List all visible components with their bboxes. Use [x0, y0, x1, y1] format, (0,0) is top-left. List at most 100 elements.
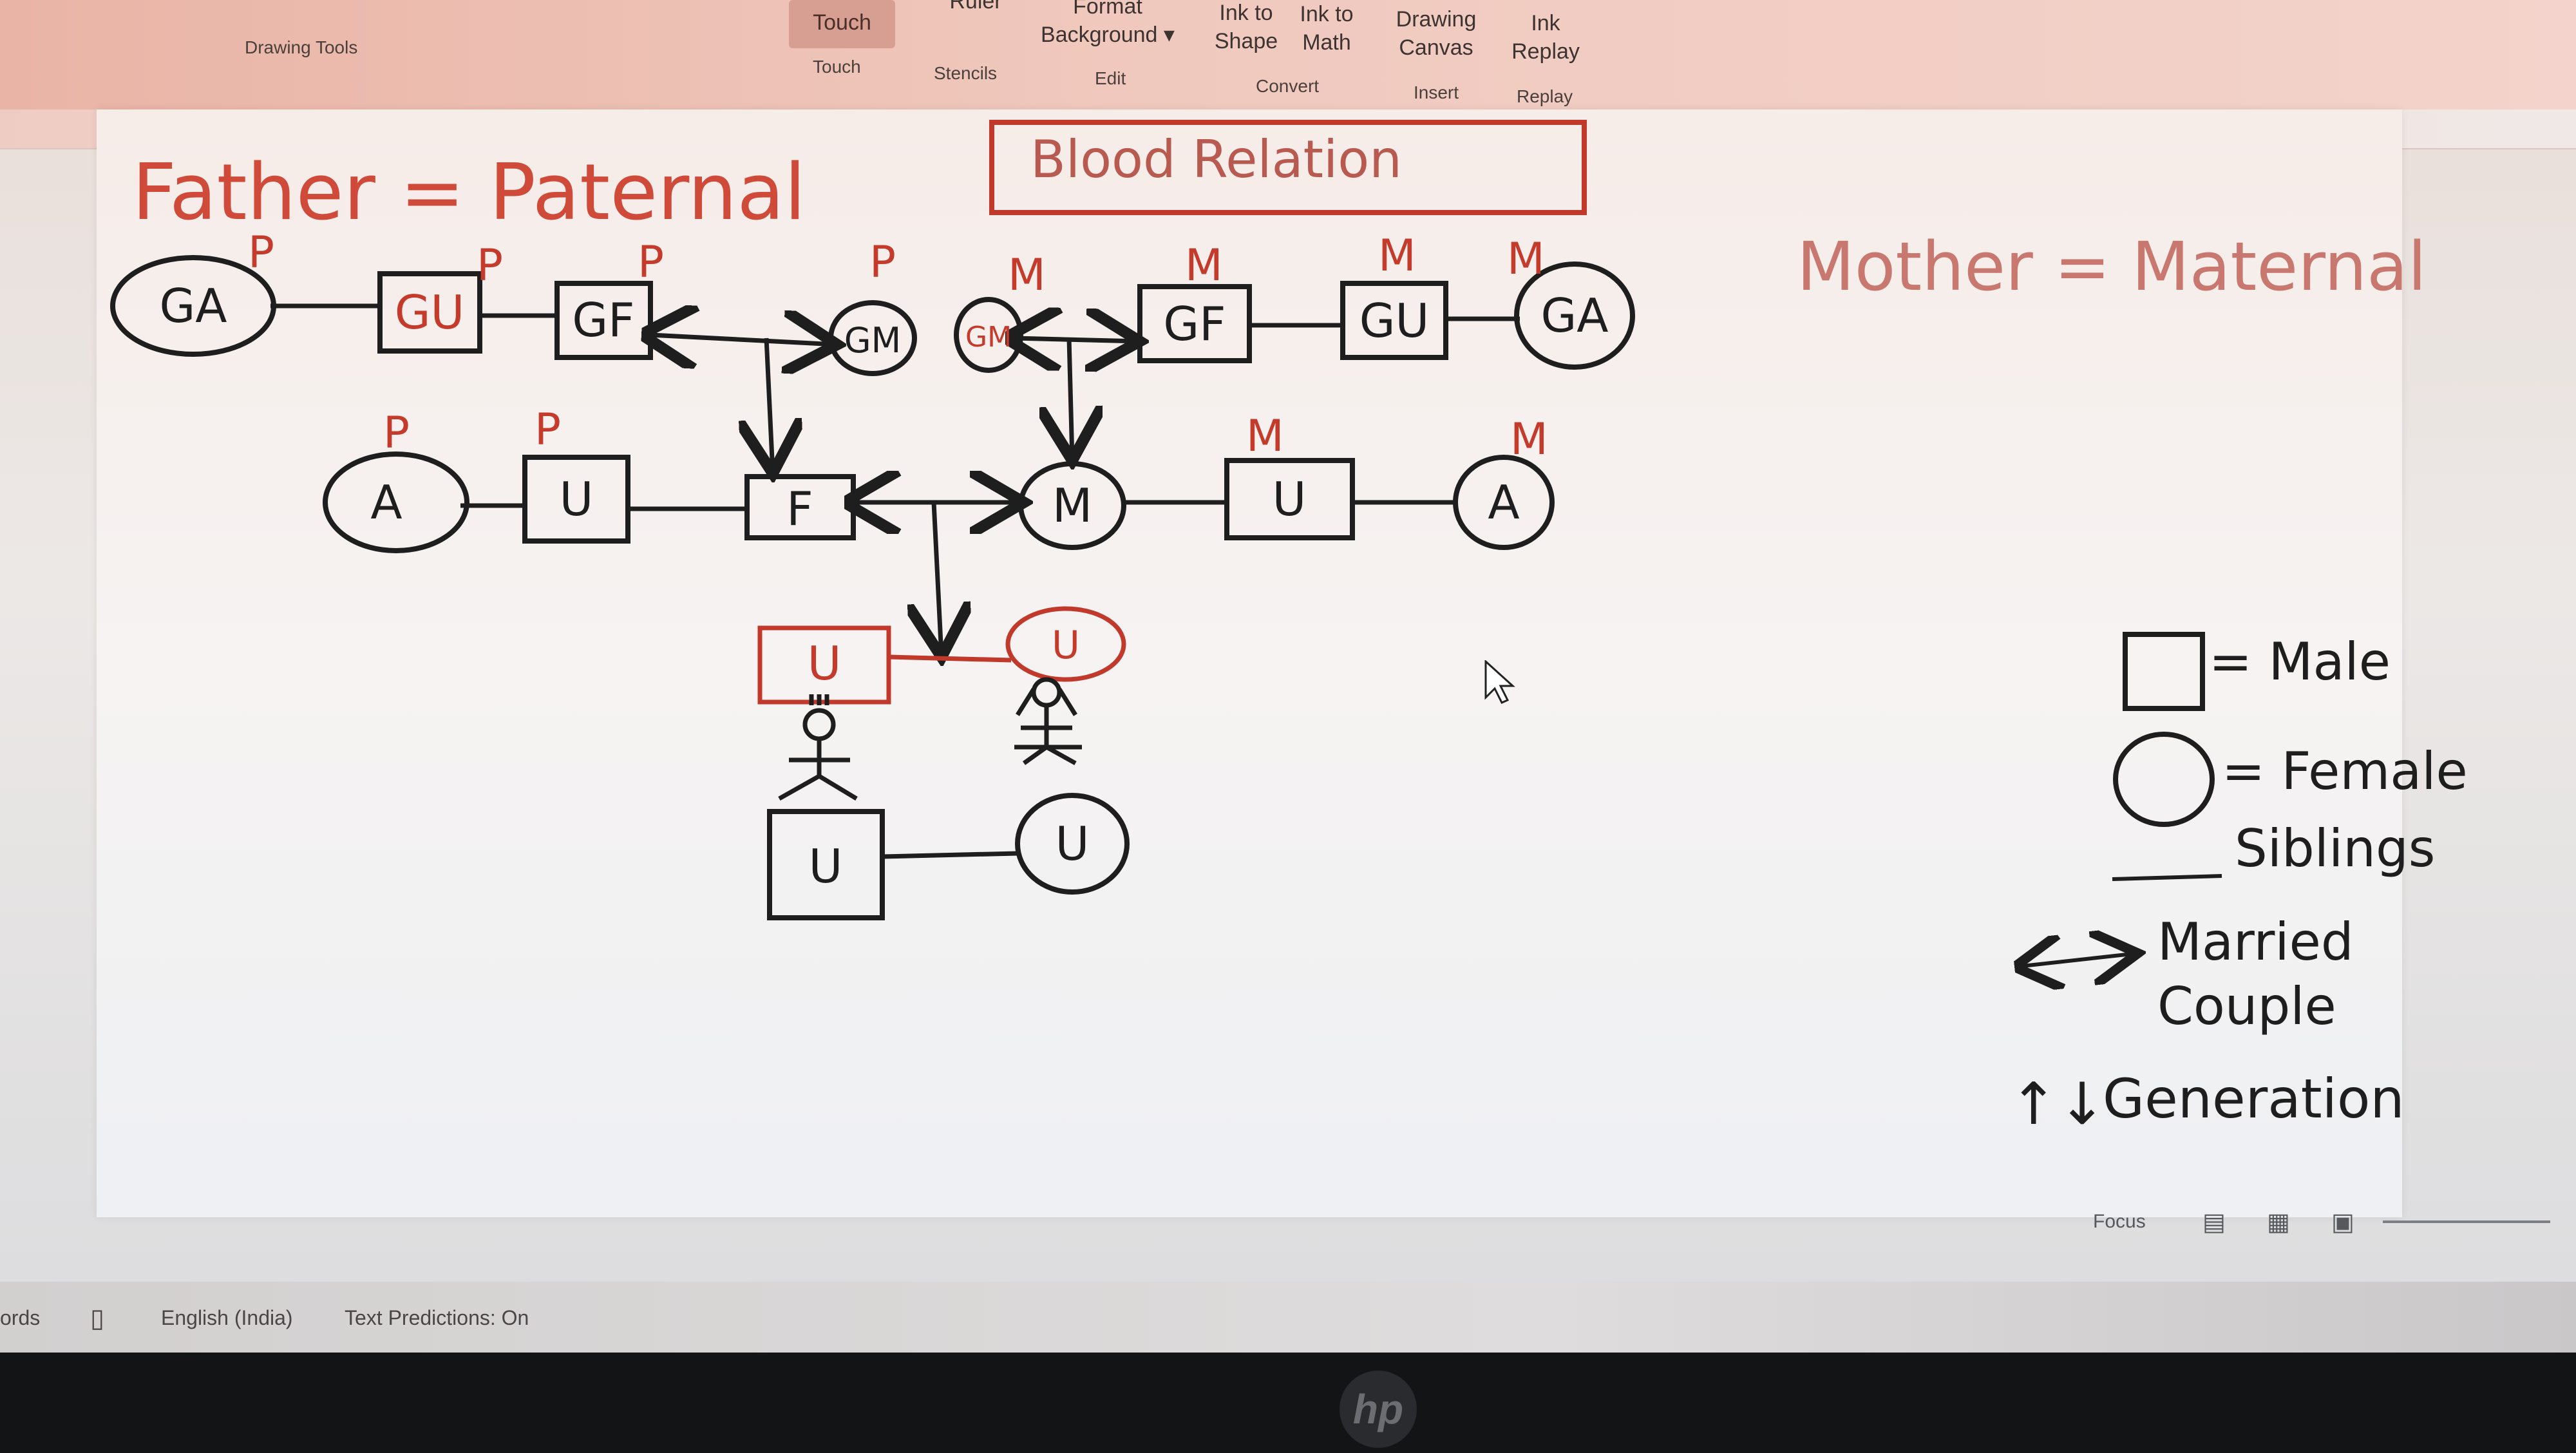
maternal-note: Mother = Maternal [1797, 227, 2427, 306]
tag-m: M [1185, 240, 1223, 291]
tag-p: P [477, 240, 503, 291]
tag-p: P [638, 237, 664, 288]
node-label: M [1052, 479, 1092, 533]
legend: = Male = Female Siblings Married Couple … [2009, 632, 2468, 1138]
node-label: GU [1359, 294, 1430, 348]
node-maternal-grand-uncle[interactable]: GU [1340, 281, 1448, 360]
tag-m: M [1008, 250, 1046, 301]
node-label: U [808, 636, 842, 690]
word-count[interactable]: ords [0, 1306, 41, 1329]
legend-generation-arrows-icon: ↑↓ [2009, 1070, 2107, 1138]
connector-lines [270, 306, 1520, 859]
text-predictions-status[interactable]: Text Predictions: On [345, 1306, 529, 1329]
ink-to-math-button[interactable]: Ink to Math [1291, 0, 1362, 57]
legend-siblings-line-icon [2112, 874, 2222, 881]
node-maternal-aunt[interactable]: A [1453, 455, 1555, 550]
touch-button[interactable]: Touch [789, 0, 895, 48]
tag-p: P [383, 408, 410, 459]
group-stencils: Stencils [934, 63, 998, 83]
tag-p: P [535, 404, 561, 455]
tag-m: M [1246, 411, 1284, 462]
node-son[interactable]: U [757, 625, 891, 705]
ink-to-shape-label-2: Shape [1214, 29, 1278, 53]
node-maternal-grand-aunt[interactable]: GA [1514, 261, 1635, 370]
drawing-tools-label: Drawing Tools [245, 37, 358, 57]
ink-replay-label-1: Ink [1531, 11, 1560, 35]
node-paternal-grandmother[interactable]: GM [828, 300, 917, 376]
node-label: A [1488, 475, 1519, 529]
paternal-note: Father = Paternal [132, 148, 806, 238]
ink-replay-button[interactable]: Ink Replay [1507, 9, 1584, 66]
drawing-canvas-label-1: Drawing [1396, 7, 1477, 32]
legend-female-circle-icon [2113, 732, 2215, 827]
legend-married-arrow-icon [2022, 953, 2138, 966]
group-insert: Insert [1414, 82, 1459, 102]
web-layout-icon[interactable]: ▣ [2331, 1209, 2354, 1236]
ruler-button[interactable]: Ruler [949, 0, 1002, 14]
node-mother[interactable]: M [1018, 461, 1126, 550]
node-label: GF [572, 293, 634, 347]
node-grandson[interactable]: U [767, 809, 885, 920]
node-paternal-aunt[interactable]: A [323, 451, 469, 553]
focus-mode-button[interactable]: Focus [2093, 1211, 2146, 1232]
tag-m: M [1510, 414, 1548, 465]
node-label: F [786, 482, 813, 536]
node-label: U [809, 839, 843, 893]
node-paternal-grand-aunt[interactable]: GA [110, 255, 276, 357]
node-maternal-grandmother[interactable]: GM [954, 297, 1023, 373]
group-edit: Edit [1095, 68, 1126, 88]
legend-married-label-2: Couple [2157, 976, 2336, 1036]
language-indicator[interactable]: English (India) [161, 1306, 293, 1329]
node-maternal-uncle[interactable]: U [1224, 458, 1355, 540]
group-replay: Replay [1517, 86, 1573, 106]
node-paternal-grandfather[interactable]: GF [554, 281, 653, 360]
legend-generation-label: Generation [2103, 1067, 2405, 1130]
zoom-slider[interactable] [2383, 1220, 2550, 1223]
node-label: U [1273, 472, 1307, 526]
format-background-button[interactable]: Format Background ▾ [1030, 0, 1185, 49]
legend-siblings-label: Siblings [2235, 819, 2435, 878]
tag-p: P [248, 227, 274, 278]
stick-figure-girl-icon [1014, 677, 1082, 766]
mouse-cursor-icon [1484, 660, 1515, 704]
node-maternal-grandfather[interactable]: GF [1137, 284, 1252, 363]
proofing-book-icon[interactable]: ▯ [90, 1304, 105, 1333]
format-background-label-2: Background ▾ [1041, 23, 1175, 47]
group-touch: Touch [813, 57, 861, 77]
tag-p: P [869, 237, 896, 288]
node-label: A [370, 475, 402, 529]
node-label: GM [965, 321, 1012, 354]
status-bar: ords ▯ English (India) Text Predictions:… [0, 1282, 2576, 1353]
node-granddaughter[interactable]: U [1015, 793, 1130, 895]
node-label: GF [1163, 297, 1226, 351]
drawing-canvas-button[interactable]: Drawing Canvas [1385, 5, 1488, 62]
legend-married-label-1: Married [2157, 912, 2354, 972]
maternal-tags: M M M M M M [1008, 231, 1548, 465]
read-mode-icon[interactable]: ▤ [2202, 1209, 2226, 1236]
node-label: GU [395, 285, 465, 339]
stick-figure-boy-icon [778, 694, 858, 801]
node-label: U [1056, 817, 1090, 871]
format-background-label-1: Format [1073, 0, 1142, 19]
node-father[interactable]: F [744, 474, 856, 540]
node-daughter[interactable]: U [1005, 606, 1126, 682]
ink-replay-label-2: Replay [1511, 39, 1580, 64]
group-convert: Convert [1256, 76, 1320, 96]
legend-male-square-icon [2123, 632, 2205, 711]
hp-logo: hp [1340, 1371, 1417, 1448]
node-label: GA [1540, 289, 1608, 343]
ink-to-shape-button[interactable]: Ink to Shape [1211, 0, 1282, 55]
node-label: GA [159, 279, 227, 333]
paternal-tags: P P P P P P [248, 227, 896, 459]
tag-m: M [1507, 234, 1545, 285]
node-paternal-grand-uncle[interactable]: GU [377, 271, 482, 354]
tag-m: M [1378, 231, 1416, 281]
title-box-text: Blood Relation [1030, 129, 1402, 189]
ink-to-math-label-2: Math [1302, 30, 1351, 55]
laptop-bezel [0, 1353, 2576, 1453]
node-paternal-uncle[interactable]: U [522, 455, 630, 544]
title-box: Blood Relation [989, 120, 1587, 215]
print-layout-icon[interactable]: ▦ [2267, 1209, 2290, 1236]
